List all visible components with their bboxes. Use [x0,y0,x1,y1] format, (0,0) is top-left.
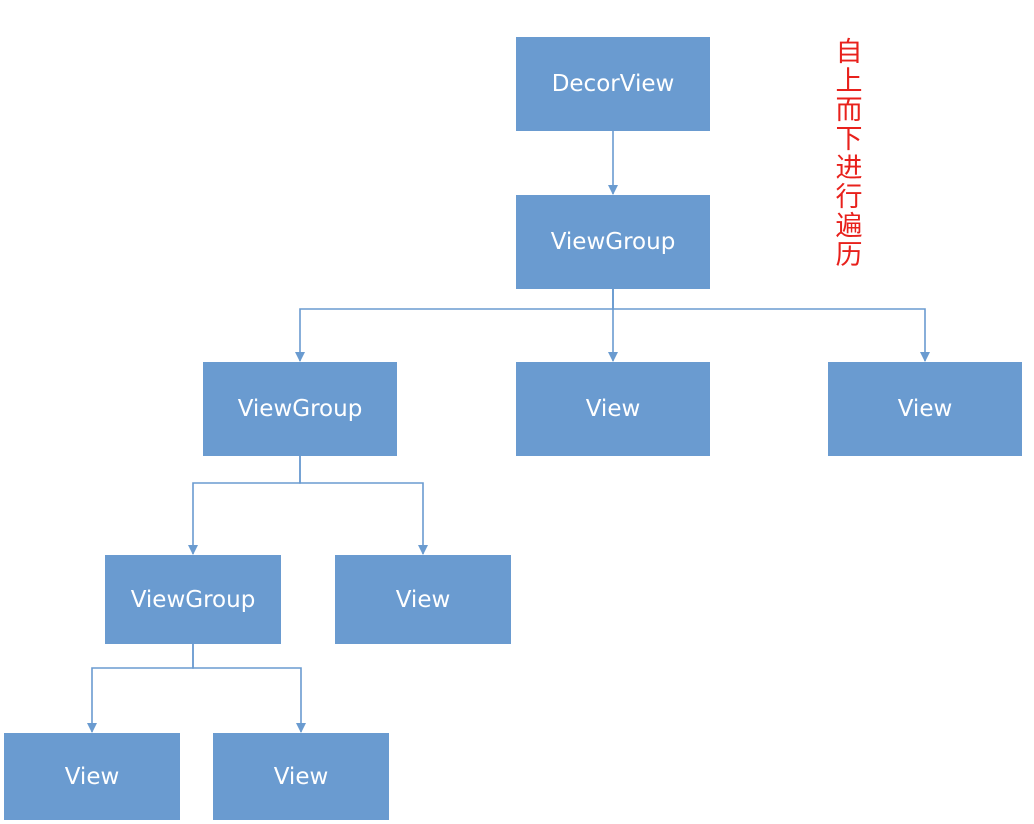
note-char: 下 [835,124,863,155]
traversal-note: 自 上 而 下 进 行 遍 历 [832,38,866,270]
node-view-right: View [828,362,1022,456]
connectors [87,131,930,733]
note-char: 历 [835,240,863,271]
node-viewgroup-nested: ViewGroup [105,555,281,644]
node-view-leaf-left: View [4,733,180,820]
note-char: 而 [835,95,863,126]
note-char: 进 [835,153,863,184]
note-char: 遍 [835,211,863,242]
note-char: 上 [835,66,863,97]
connector-viewgroup-2-to-viewgroup-3 [188,456,301,555]
connector-viewgroup-3-to-view-4 [87,644,194,733]
note-char: 行 [835,182,863,213]
node-viewgroup-left: ViewGroup [203,362,397,456]
node-view-leaf-right: View [213,733,389,820]
node-decorview: DecorView [516,37,710,131]
node-view-middle: View [516,362,710,456]
node-viewgroup-root: ViewGroup [516,195,710,289]
connector-viewgroup-3-to-view-5 [192,644,306,733]
node-view-nested-right: View [335,555,511,644]
note-char: 自 [835,37,863,68]
connector-viewgroup-2-to-view-3 [299,456,428,555]
connector-viewgroup-1-to-view-2 [612,289,930,362]
connector-viewgroup-1-to-viewgroup-2 [295,289,614,362]
